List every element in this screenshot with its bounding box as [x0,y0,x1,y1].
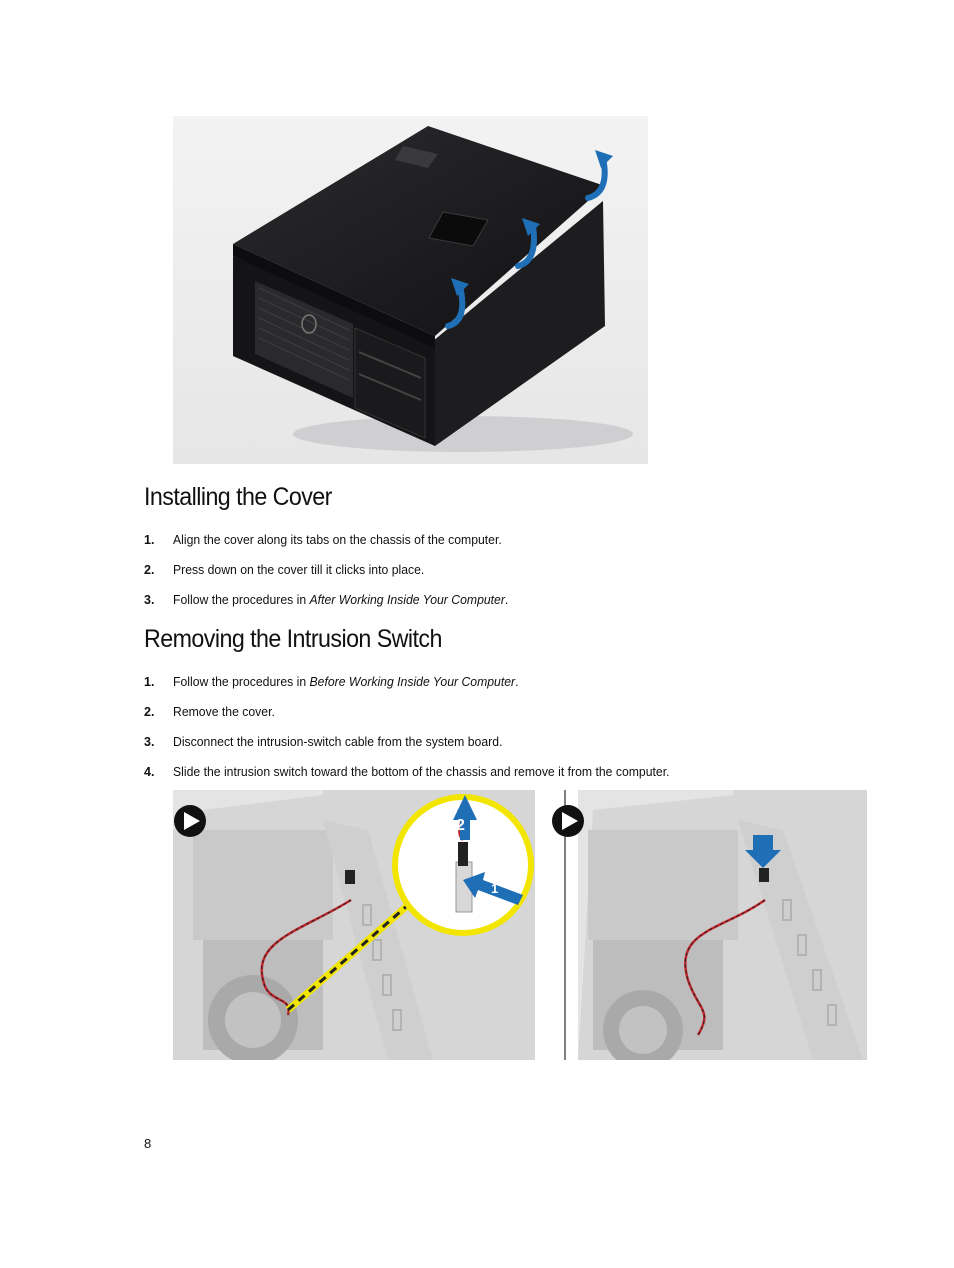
step-text: Follow the procedures in After Working I… [173,592,509,607]
step-text: Disconnect the intrusion-switch cable fr… [173,734,503,749]
section-heading-removing-intrusion-switch: Removing the Intrusion Switch [144,625,442,653]
intrusion-switch-figure: 2 1 [173,790,867,1070]
step-number: 4. [144,765,155,779]
cross-reference-link[interactable]: Before Working Inside Your Computer [309,674,516,689]
step-number: 3. [144,735,155,749]
intrusion-switch-illustration: 2 1 [173,790,867,1070]
callout-number-2: 2 [456,817,465,834]
step-text: Follow the procedures in Before Working … [173,674,519,689]
cross-reference-link[interactable]: After Working Inside Your Computer [309,592,505,607]
callout-number-1: 1 [491,881,498,896]
step-number: 2. [144,563,155,577]
step-text: Press down on the cover till it clicks i… [173,562,425,577]
step-text: Slide the intrusion switch toward the bo… [173,764,670,779]
computer-chassis-illustration [173,116,648,464]
step-number: 1. [144,675,155,689]
cover-removal-photo [173,116,648,464]
step-number: 1. [144,533,155,547]
section-heading-installing-cover: Installing the Cover [144,483,332,511]
page-number: 8 [144,1136,152,1151]
step-text: Align the cover along its tabs on the ch… [173,532,502,547]
step-number: 3. [144,593,155,607]
step-text: Remove the cover. [173,704,275,719]
step-number: 2. [144,705,155,719]
